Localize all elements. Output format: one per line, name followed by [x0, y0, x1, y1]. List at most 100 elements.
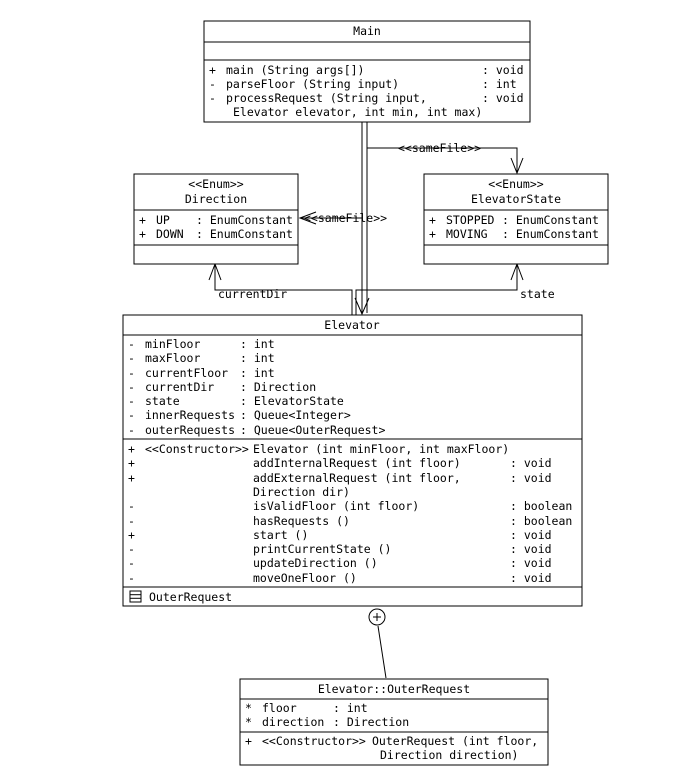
operation-signature: main (String args[])	[226, 63, 364, 77]
nested-class-icon	[129, 590, 142, 603]
operation-type: : void	[482, 91, 524, 105]
edge-label-samefile-top: <<sameFile>>	[398, 141, 481, 155]
operation-type: : boolean	[510, 499, 572, 513]
operation-signature: printCurrentState ()	[253, 542, 391, 556]
attribute-type: : EnumConstant	[502, 227, 599, 241]
operation-signature: updateDirection ()	[253, 556, 378, 570]
operation-type: : void	[510, 528, 552, 542]
operation-signature: hasRequests ()	[253, 514, 350, 528]
operation-signature-continued: Direction direction)	[380, 748, 518, 762]
operation-visibility: +	[128, 442, 135, 456]
operation-type: : void	[510, 571, 552, 585]
operation-signature: start ()	[253, 528, 308, 542]
class-name: Direction	[185, 192, 247, 206]
operation-visibility: +	[128, 456, 135, 470]
attribute-type: : Queue<Integer>	[240, 408, 351, 422]
attribute-type: : int	[240, 351, 275, 365]
attribute-visibility: *	[245, 715, 252, 729]
operation-type: : void	[510, 556, 552, 570]
operation-type: : boolean	[510, 514, 572, 528]
class-outerrequest[interactable]: Elevator::OuterRequest * floor : int * d…	[239, 678, 549, 766]
attribute-name: STOPPED	[446, 213, 495, 227]
attribute-name: DOWN	[156, 227, 184, 241]
attribute-type: : EnumConstant	[196, 213, 293, 227]
attribute-name: outerRequests	[145, 423, 235, 437]
class-name: ElevatorState	[471, 192, 561, 206]
attribute-visibility: -	[128, 366, 135, 380]
operation-visibility: -	[128, 514, 135, 528]
operation-type: : int	[482, 77, 517, 91]
attribute-type: : EnumConstant	[502, 213, 599, 227]
nested-class-name: OuterRequest	[149, 590, 232, 604]
attribute-name: innerRequests	[145, 408, 235, 422]
edge-elevator-to-direction: currentDir	[208, 262, 353, 315]
operation-signature: moveOneFloor ()	[253, 571, 357, 585]
attribute-name: currentDir	[145, 380, 214, 394]
operation-visibility: -	[209, 77, 216, 91]
class-stereotype: <<Enum>>	[488, 177, 543, 191]
operation-stereotype: <<Constructor>>	[145, 442, 249, 456]
attribute-visibility: +	[139, 227, 146, 241]
operation-visibility: -	[209, 91, 216, 105]
edge-main-to-elevatorstate: <<sameFile>>	[367, 141, 524, 175]
operation-type: : void	[510, 542, 552, 556]
operation-type: : void	[482, 63, 524, 77]
attribute-visibility: -	[128, 337, 135, 351]
attribute-name: minFloor	[145, 337, 200, 351]
operation-stereotype: <<Constructor>>	[262, 734, 366, 748]
attribute-name: floor	[262, 701, 297, 715]
attribute-type: : ElevatorState	[240, 394, 344, 408]
attribute-name: maxFloor	[145, 351, 200, 365]
operation-visibility: +	[209, 63, 216, 77]
operation-visibility: +	[245, 734, 252, 748]
edge-label-currentdir: currentDir	[218, 287, 287, 301]
operation-visibility: -	[128, 499, 135, 513]
class-elevator[interactable]: Elevator - minFloor : int - maxFloor : i…	[122, 314, 583, 607]
attribute-type: : Direction	[240, 380, 316, 394]
attribute-name: currentFloor	[145, 366, 228, 380]
attribute-visibility: -	[128, 423, 135, 437]
attribute-visibility: *	[245, 701, 252, 715]
attribute-name: MOVING	[446, 227, 488, 241]
attribute-visibility: +	[139, 213, 146, 227]
class-direction[interactable]: <<Enum>> Direction + UP : EnumConstant +…	[133, 173, 299, 265]
edge-main-to-direction: <<sameFile>>	[298, 211, 387, 225]
operation-signature: processRequest (String input,	[226, 91, 427, 105]
operation-signature: parseFloor (String input)	[226, 77, 399, 91]
operation-signature: OuterRequest (int floor,	[372, 734, 538, 748]
operation-type: : void	[510, 471, 552, 485]
operation-visibility: -	[128, 571, 135, 585]
class-name: Elevator::OuterRequest	[318, 682, 470, 696]
operation-visibility: +	[128, 471, 135, 485]
attribute-type: : int	[240, 366, 275, 380]
edge-label-samefile-middle: <<sameFile>>	[304, 211, 387, 225]
edge-label-state: state	[520, 287, 555, 301]
attribute-visibility: -	[128, 380, 135, 394]
operation-visibility: +	[128, 528, 135, 542]
attribute-visibility: -	[128, 351, 135, 365]
class-main[interactable]: Main + main (String args[]) : void - par…	[203, 20, 531, 123]
operation-signature: addInternalRequest (int floor)	[253, 456, 461, 470]
operation-type: : void	[510, 456, 552, 470]
attribute-visibility: -	[128, 408, 135, 422]
operation-signature-continued: Direction dir)	[253, 485, 350, 499]
attribute-visibility: +	[429, 213, 436, 227]
operation-signature-continued: Elevator elevator, int min, int max)	[233, 105, 482, 119]
operation-visibility: -	[128, 542, 135, 556]
attribute-type: : int	[333, 701, 368, 715]
attribute-name: state	[145, 394, 180, 408]
operation-visibility: -	[128, 556, 135, 570]
class-name: Main	[353, 24, 381, 38]
operation-signature: addExternalRequest (int floor,	[253, 471, 461, 485]
class-stereotype: <<Enum>>	[188, 177, 243, 191]
class-elevatorstate[interactable]: <<Enum>> ElevatorState + STOPPED : EnumC…	[423, 173, 609, 265]
attribute-visibility: +	[429, 227, 436, 241]
attribute-name: UP	[156, 213, 170, 227]
edge-elevator-to-elevatorstate: state	[355, 262, 555, 315]
attribute-type: : Direction	[333, 715, 409, 729]
edge-nesting-elevator-outerrequest	[368, 608, 387, 679]
attribute-name: direction	[262, 715, 324, 729]
operation-signature: isValidFloor (int floor)	[253, 499, 419, 513]
attribute-type: : EnumConstant	[196, 227, 293, 241]
